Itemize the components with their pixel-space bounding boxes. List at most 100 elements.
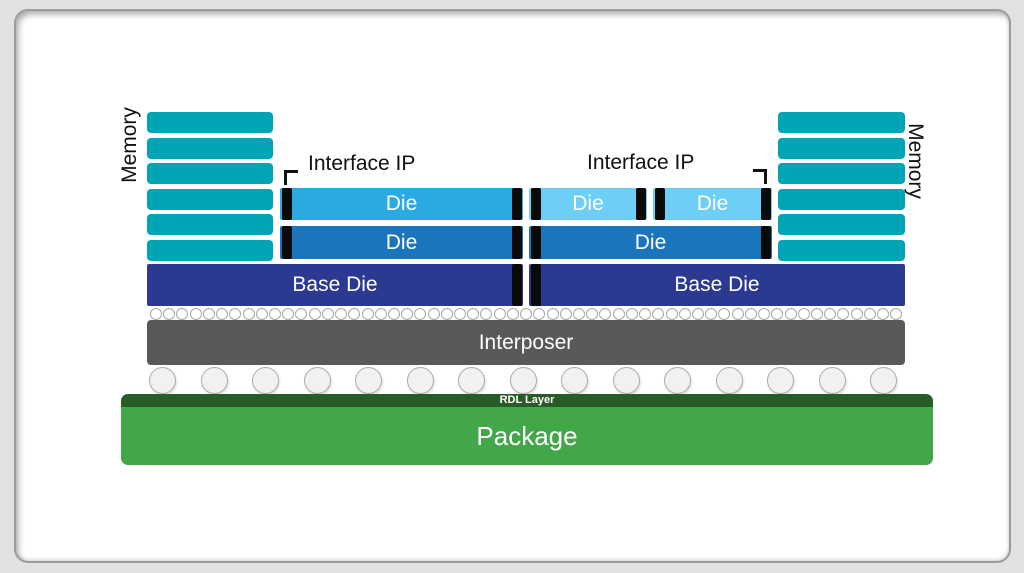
interface-ip-label-right: Interface IP — [587, 151, 695, 174]
interface-ip-block — [761, 188, 771, 220]
interface-ip-block — [636, 188, 646, 220]
interface-ip-block — [655, 188, 665, 220]
microbump-icon — [850, 307, 863, 320]
memory-stack-right — [778, 112, 905, 261]
microbump-icon — [824, 307, 837, 320]
memory-bar — [147, 188, 273, 210]
memory-bar — [778, 214, 905, 236]
solder-bump-icon — [303, 366, 331, 394]
microbump-icon — [414, 307, 427, 320]
microbump-icon — [533, 307, 546, 320]
rdl-label: RDL Layer — [499, 394, 555, 406]
interface-ip-block — [512, 264, 522, 306]
microbump-icon — [467, 307, 480, 320]
memory-stack-left — [147, 112, 273, 261]
microbump-icon — [242, 307, 255, 320]
solder-bump-icon — [767, 366, 794, 394]
microbump-icon — [202, 307, 215, 320]
memory-label-right: Memory — [904, 123, 927, 199]
microbump-icon — [229, 307, 242, 320]
microbump-icon — [387, 307, 400, 320]
memory-bar — [147, 214, 273, 236]
microbump-icon — [744, 307, 757, 320]
rdl-layer: RDL Layer — [121, 394, 933, 407]
microbump-icon — [573, 307, 585, 320]
solder-bump-icon — [715, 366, 743, 394]
memory-bar — [147, 163, 273, 185]
package: Package — [121, 407, 933, 465]
microbump-icon — [176, 307, 189, 320]
memory-bar — [778, 163, 905, 185]
microbump-icon — [268, 307, 281, 320]
microbump-icon — [163, 307, 176, 320]
interface-ip-block — [282, 226, 292, 259]
interposer: Interposer — [147, 320, 905, 365]
interface-ip-bracket-left — [284, 170, 298, 185]
interface-ip-bracket-right — [753, 169, 767, 184]
microbump-icon — [758, 307, 771, 320]
microbump-icon — [546, 307, 559, 320]
microbump-icon — [652, 307, 665, 320]
interface-ip-block — [761, 226, 771, 259]
microbump-icon — [718, 307, 731, 320]
memory-label-left: Memory — [118, 107, 141, 183]
microbump-icon — [678, 307, 691, 320]
microbump-icon — [335, 307, 348, 320]
die-label: Die — [572, 192, 604, 215]
solder-bump-icon — [612, 366, 640, 394]
interface-ip-block — [531, 264, 541, 306]
memory-bar — [778, 137, 905, 159]
microbump-icon — [837, 307, 850, 320]
base-die-right: Base Die — [529, 264, 905, 306]
package-label: Package — [476, 420, 578, 451]
die-label: Die — [385, 192, 418, 215]
solder-bump-icon — [458, 366, 485, 394]
microbump-icon — [348, 307, 361, 320]
microbump-icon — [559, 307, 572, 320]
memory-bar — [778, 112, 905, 133]
microbump-icon — [216, 307, 229, 320]
base-die-label: Base Die — [292, 273, 378, 296]
interface-ip-label-left: Interface IP — [308, 152, 416, 175]
solder-bump-icon — [561, 366, 588, 394]
die-label: Die — [696, 192, 729, 215]
microbump-icon — [797, 307, 810, 320]
interposer-label: Interposer — [478, 330, 574, 354]
microbump-icon — [639, 307, 652, 320]
solder-bump-icon — [252, 366, 279, 394]
solder-bump-icon — [870, 366, 897, 394]
solder-bump-icon — [509, 366, 537, 394]
microbump-icon — [321, 307, 334, 320]
interface-ip-block — [531, 188, 541, 220]
microbump-icon — [586, 307, 599, 320]
solder-bump-icon — [818, 366, 846, 394]
microbump-icon — [784, 307, 797, 320]
interface-ip-block — [282, 188, 292, 220]
microbump-icon — [480, 307, 493, 320]
solder-bump-icon — [200, 366, 228, 394]
die-top-right-2: Die — [653, 188, 772, 220]
memory-bar — [778, 239, 905, 261]
solder-bump-icon — [355, 366, 382, 394]
microbump-icon — [440, 307, 453, 320]
microbump-icon — [361, 307, 374, 320]
microbump-icon — [612, 307, 625, 320]
microbump-icon — [427, 307, 440, 320]
microbump-icon — [506, 307, 519, 320]
microbump-icon — [771, 307, 784, 320]
microbump-icon — [295, 307, 308, 320]
microbump-icon — [282, 307, 295, 320]
memory-bar — [147, 112, 273, 133]
die-mid-right: Die — [529, 226, 772, 259]
solder-bump-icon — [149, 366, 176, 394]
microbump-icon — [599, 307, 612, 320]
microbump-icon — [520, 307, 533, 320]
microbump-icon — [401, 307, 414, 320]
microbump-icon — [665, 307, 678, 320]
microbump-icon — [493, 307, 506, 320]
microbump-icon — [691, 307, 704, 320]
solder-bump-icon — [664, 366, 691, 394]
die-top-right-1: Die — [529, 188, 647, 220]
memory-bar — [147, 239, 273, 261]
